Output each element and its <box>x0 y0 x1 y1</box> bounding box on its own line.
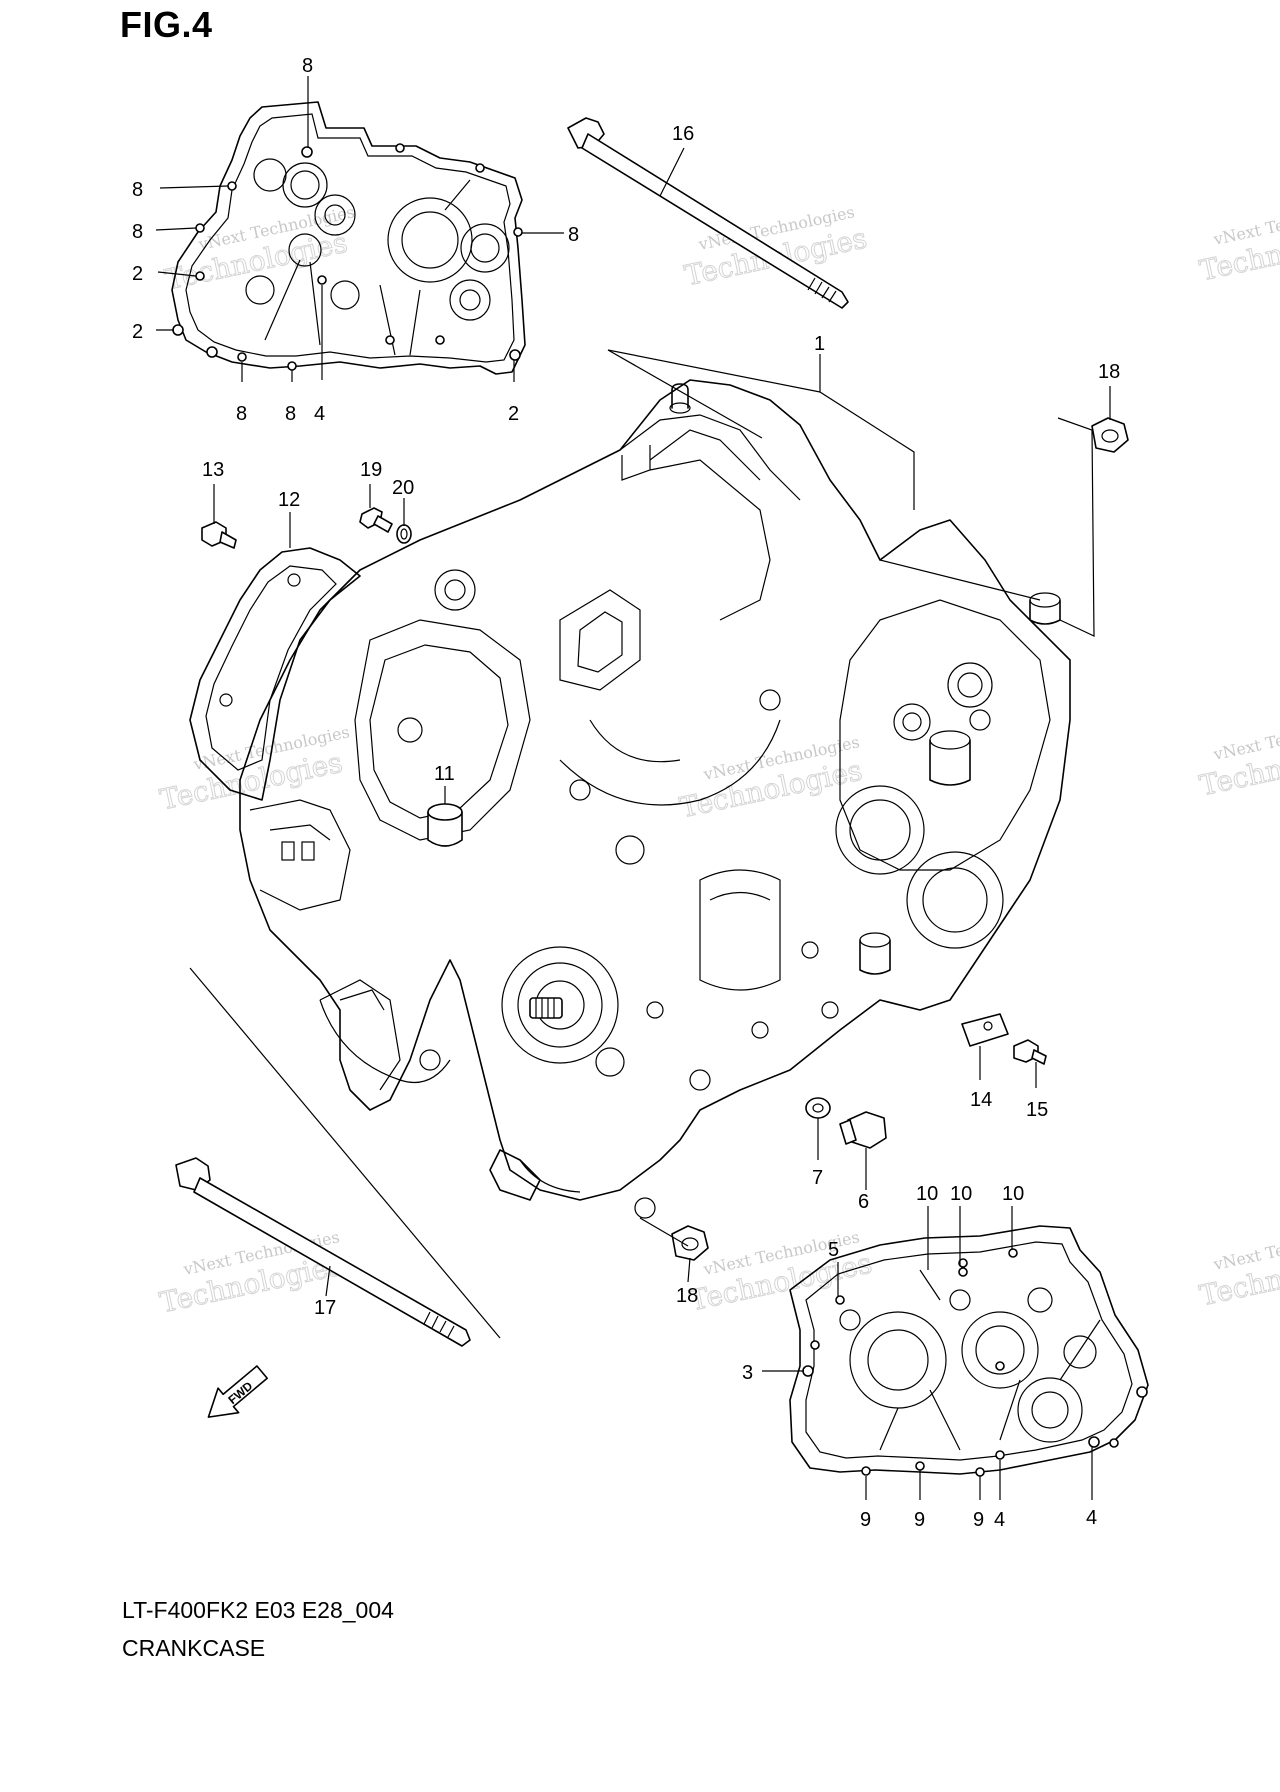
callout-7: 7 <box>812 1167 823 1189</box>
o-ring-20 <box>396 524 412 544</box>
callout-8: 8 <box>132 221 143 243</box>
callout-10: 10 <box>950 1183 972 1205</box>
callout-18: 18 <box>676 1285 698 1307</box>
dowel-pin <box>427 803 463 847</box>
callout-15: 15 <box>1026 1099 1048 1121</box>
callout-14: 14 <box>970 1089 992 1111</box>
callout-8: 8 <box>568 224 579 246</box>
oil-filter-stud <box>529 997 563 1019</box>
callout-4: 4 <box>994 1509 1005 1531</box>
callout-8: 8 <box>132 179 143 201</box>
callout-19: 19 <box>360 459 382 481</box>
plate-14 <box>961 1013 1009 1047</box>
callout-2: 2 <box>132 263 143 285</box>
callout-12: 12 <box>278 489 300 511</box>
watermark: vNext Technologies Technologies <box>162 202 357 297</box>
crankcase-bolt-long-17 <box>175 1157 471 1347</box>
crankcase-bolt-long-16 <box>567 117 849 309</box>
callout-6: 6 <box>858 1191 869 1213</box>
bolt-13 <box>201 521 237 549</box>
watermark: vNext Technologies Technologies <box>1196 1222 1280 1313</box>
crankcase-main-assembly <box>189 379 1071 1219</box>
callout-9: 9 <box>914 1509 925 1531</box>
bolt-holes <box>802 1248 1148 1477</box>
fitting-19 <box>359 507 393 533</box>
callout-20: 20 <box>392 477 414 499</box>
inset-right-case-half <box>789 1225 1149 1477</box>
callout-1: 1 <box>814 333 825 355</box>
callout-5: 5 <box>828 1239 839 1261</box>
leader-lines <box>155 76 1111 1500</box>
callout-8: 8 <box>302 55 313 77</box>
callout-2: 2 <box>132 321 143 343</box>
callout-8: 8 <box>285 403 296 425</box>
part-name: CRANKCASE <box>122 1635 266 1661</box>
washer-7 <box>805 1097 831 1119</box>
callout-2: 2 <box>508 403 519 425</box>
watermark: vNext Technologies Technologies <box>1196 712 1280 803</box>
callout-13: 13 <box>202 459 224 481</box>
drain-plug-6 <box>839 1111 887 1149</box>
callout-18: 18 <box>1098 361 1120 383</box>
inset-left-case-half <box>171 101 526 375</box>
callout-16: 16 <box>672 123 694 145</box>
callout-labels: 8 8 8 8 8 8 2 2 2 4 16 1 18 13 19 20 12 … <box>132 55 1120 1531</box>
callout-4: 4 <box>314 403 325 425</box>
crankcase-gasket <box>189 547 361 801</box>
watermark: vNext Technologies Technologies <box>676 732 865 825</box>
screw-15 <box>1013 1039 1047 1065</box>
callout-3: 3 <box>742 1362 753 1384</box>
callout-8: 8 <box>236 403 247 425</box>
callout-10: 10 <box>916 1183 938 1205</box>
callout-9: 9 <box>860 1509 871 1531</box>
callout-11: 11 <box>434 763 455 785</box>
model-code: LT-F400FK2 E03 E28_004 <box>122 1597 394 1623</box>
callout-4: 4 <box>1086 1507 1097 1529</box>
flange-nut-18-bottom <box>671 1225 709 1261</box>
callout-9: 9 <box>973 1509 984 1531</box>
watermark: vNext Technologies Technologies <box>157 722 352 817</box>
callout-17: 17 <box>314 1297 336 1319</box>
watermark: vNext Technologies Technologies <box>1196 197 1280 288</box>
figure-title: FIG.4 <box>120 4 213 45</box>
fwd-arrow-icon: FWD <box>207 1365 268 1418</box>
flange-nut-18-top <box>1091 417 1129 453</box>
callout-10: 10 <box>1002 1183 1024 1205</box>
